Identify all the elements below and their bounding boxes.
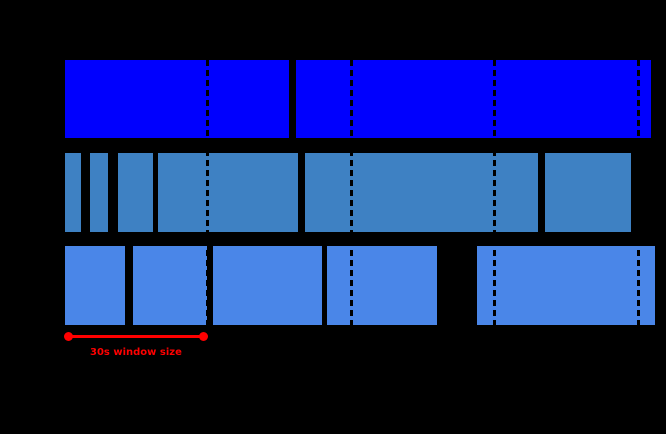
- row-2-segment: [118, 153, 153, 232]
- window-boundary-dashed-line: [492, 60, 496, 325]
- row-3-segment: [477, 246, 655, 325]
- window-boundary-dashed-line: [636, 60, 640, 325]
- row-3-segment: [65, 246, 125, 325]
- row-2-segment: [158, 153, 298, 232]
- row-2-segment: [545, 153, 631, 232]
- row-2-segment: [305, 153, 538, 232]
- measure-endpoint-left-dot: [64, 332, 73, 341]
- row-3-segment: [327, 246, 437, 325]
- window-boundary-dashed-line: [349, 60, 353, 325]
- window-measure-line: [68, 335, 203, 338]
- measure-endpoint-right-dot: [199, 332, 208, 341]
- row-2-segment: [65, 153, 81, 232]
- row-1-segment: [65, 60, 289, 138]
- row-3-segment: [213, 246, 322, 325]
- row-2-segment: [90, 153, 108, 232]
- window-size-label: 30s window size: [90, 347, 182, 358]
- window-boundary-dashed-line: [205, 60, 209, 325]
- row-1-segment: [296, 60, 651, 138]
- row-3-segment: [133, 246, 207, 325]
